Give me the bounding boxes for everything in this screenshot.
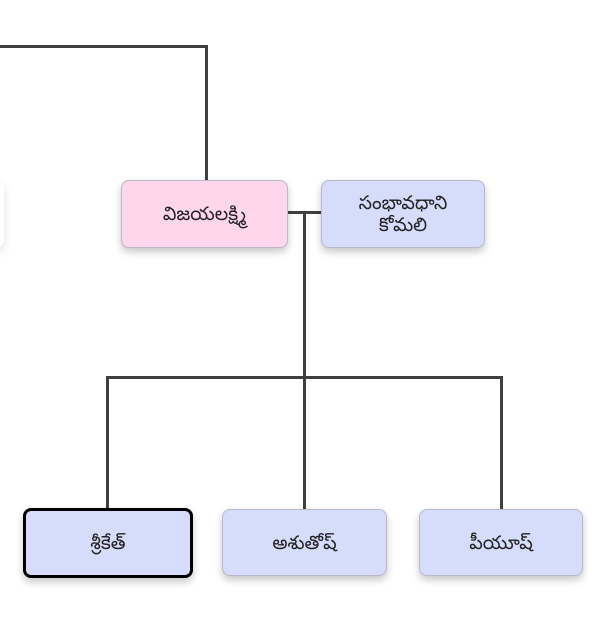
person-name: శ్రీకేత్	[90, 532, 126, 554]
offscreen-node-partial	[0, 182, 4, 248]
person-name: విజయలక్ష్మి	[162, 203, 247, 225]
person-node-vijayalakshmi[interactable]: విజయలక్ష్మి	[121, 180, 288, 248]
person-name: పీయూష్	[469, 531, 533, 554]
person-node-piyush[interactable]: పీయూష్	[419, 509, 583, 576]
connector-top-horizontal	[0, 45, 208, 48]
connector-child-2	[303, 376, 306, 510]
connector-couple-down	[303, 211, 306, 378]
connector-top-vertical	[205, 45, 208, 181]
person-node-ashutosh[interactable]: అశుతోష్	[222, 509, 387, 576]
connector-child-3	[500, 376, 503, 510]
person-node-sriket-selected[interactable]: శ్రీకేత్	[23, 508, 193, 578]
person-name: అశుతోష్	[272, 531, 337, 554]
person-node-sambhavadhani-komali[interactable]: సంభావధాని కోమలి	[321, 180, 485, 248]
person-name: సంభావధాని కోమలి	[358, 192, 448, 236]
connector-child-1	[106, 376, 109, 510]
